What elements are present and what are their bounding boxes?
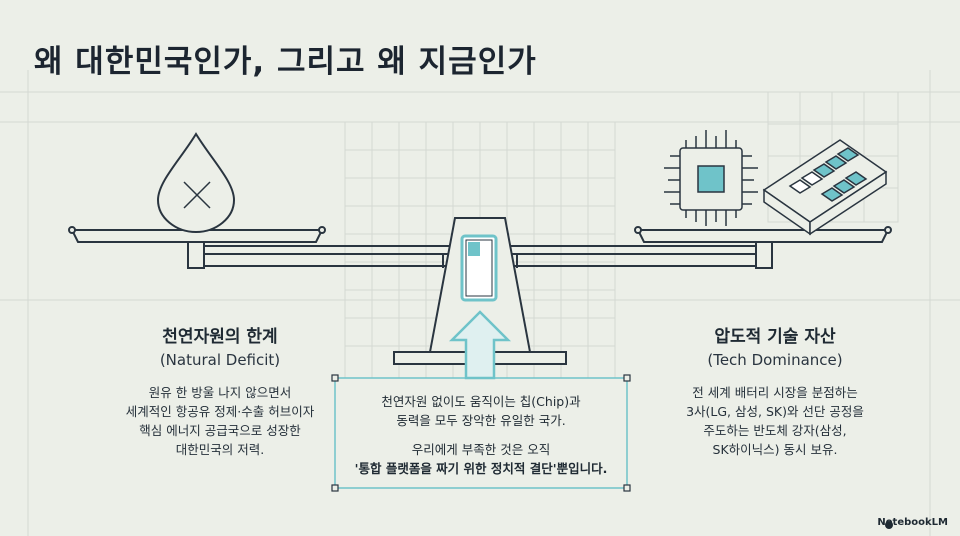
tech-dominance-subheading: (Tech Dominance) [707, 351, 843, 369]
natural-deficit-line: 원유 한 방울 나지 않으면서 [148, 385, 292, 400]
tech-dominance-line: 주도하는 반도체 강자(삼성, [703, 423, 847, 438]
callout-paragraph-2: 우리에게 부족한 것은 오직 '통합 플랫폼을 짜기 위한 정치적 결단'뿐입니… [335, 440, 627, 478]
callout-line: 천연자원 없이도 움직이는 칩(Chip)과 [381, 394, 581, 409]
callout-paragraph-1: 천연자원 없이도 움직이는 칩(Chip)과 동력을 모두 장악한 유일한 국가… [335, 392, 627, 430]
callout-emphasis-line: '통합 플랫폼을 짜기 위한 정치적 결단'뿐입니다. [354, 461, 608, 476]
battery-pack-icon [762, 139, 888, 236]
phone-chip-icon [460, 234, 498, 302]
tech-dominance-section: 압도적 기술 자산 (Tech Dominance) 전 세계 배터리 시장을 … [650, 322, 900, 459]
tech-dominance-line: SK하이닉스) 동시 보유. [712, 442, 838, 457]
natural-deficit-heading: 천연자원의 한계 [162, 327, 278, 347]
natural-deficit-body: 원유 한 방울 나지 않으면서 세계적인 항공유 정제·수출 허브이자 핵심 에… [100, 383, 340, 459]
tech-dominance-line: 3사(LG, 삼성, SK)와 선단 공정을 [686, 404, 864, 419]
conclusion-callout: 천연자원 없이도 움직이는 칩(Chip)과 동력을 모두 장악한 유일한 국가… [335, 378, 627, 488]
natural-deficit-line: 대한민국의 저력. [175, 442, 265, 457]
natural-deficit-subheading: (Natural Deficit) [159, 351, 281, 369]
chip-icon [664, 130, 758, 226]
notebooklm-logo-icon [885, 521, 893, 529]
callout-frame [331, 374, 631, 492]
tech-dominance-line: 전 세계 배터리 시장을 분점하는 [692, 385, 858, 400]
natural-deficit-line: 핵심 에너지 공급국으로 성장한 [139, 423, 301, 438]
oil-drop-x-icon [156, 132, 236, 234]
natural-deficit-line: 세계적인 항공유 정제·수출 허브이자 [125, 404, 315, 419]
brand-label: NotebookLM [877, 517, 948, 528]
callout-line: 동력을 모두 장악한 유일한 국가. [396, 413, 566, 428]
natural-deficit-section: 천연자원의 한계 (Natural Deficit) 원유 한 방울 나지 않으… [100, 322, 340, 459]
tech-dominance-heading: 압도적 기술 자산 [714, 327, 836, 347]
callout-line: 우리에게 부족한 것은 오직 [411, 442, 551, 457]
page-title: 왜 대한민국인가, 그리고 왜 지금인가 [34, 44, 537, 80]
tech-dominance-body: 전 세계 배터리 시장을 분점하는 3사(LG, 삼성, SK)와 선단 공정을… [650, 383, 900, 459]
